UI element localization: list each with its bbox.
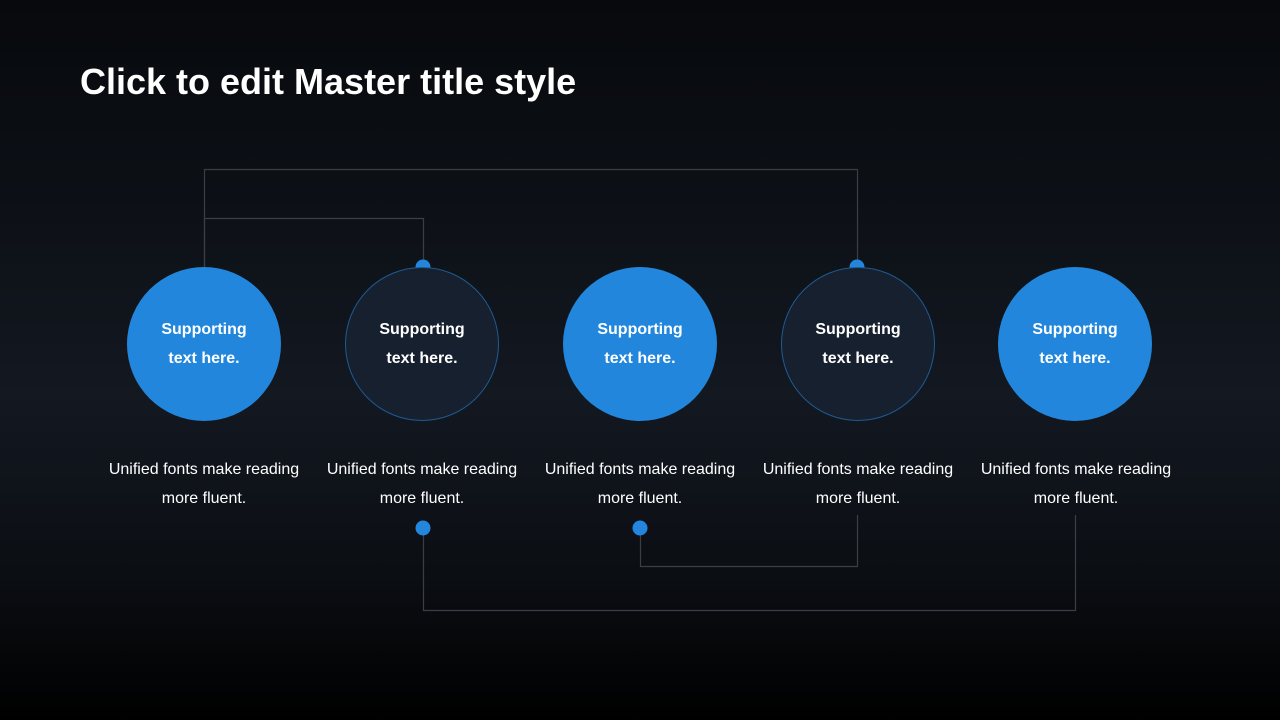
step-3-desc-line1: Unified fonts make reading bbox=[544, 461, 736, 478]
step-4-label-line2: text here. bbox=[822, 350, 894, 367]
step-2-desc-line1: Unified fonts make reading bbox=[326, 461, 518, 478]
connector-top-inner bbox=[203, 217, 425, 267]
step-1-label-line1: Supporting bbox=[161, 321, 247, 338]
step-5-description: Unified fonts make reading more fluent. bbox=[971, 455, 1181, 513]
connector-dot-bottom-step-2 bbox=[415, 520, 431, 536]
step-3-description: Unified fonts make reading more fluent. bbox=[535, 455, 745, 513]
step-3-label-line2: text here. bbox=[604, 350, 676, 367]
step-2-description: Unified fonts make reading more fluent. bbox=[317, 455, 527, 513]
connector-bottom-outer bbox=[422, 515, 1077, 612]
connector-bottom-inner bbox=[639, 515, 859, 568]
step-4-circle: Supporting text here. bbox=[781, 267, 935, 421]
step-4-label-line1: Supporting bbox=[815, 321, 901, 338]
step-4-desc-line2: more fluent. bbox=[815, 490, 901, 507]
step-4-desc-line1: Unified fonts make reading bbox=[762, 461, 954, 478]
slide-title: Click to edit Master title style bbox=[80, 61, 577, 102]
step-1-desc-line2: more fluent. bbox=[161, 490, 247, 507]
step-3-circle: Supporting text here. bbox=[563, 267, 717, 421]
step-2-circle: Supporting text here. bbox=[345, 267, 499, 421]
step-3-label-line1: Supporting bbox=[597, 321, 683, 338]
step-1-desc-line1: Unified fonts make reading bbox=[108, 461, 300, 478]
step-1-label-line2: text here. bbox=[168, 350, 240, 367]
step-5-desc-line1: Unified fonts make reading bbox=[980, 461, 1172, 478]
step-5-label-line2: text here. bbox=[1039, 350, 1111, 367]
step-1-description: Unified fonts make reading more fluent. bbox=[99, 455, 309, 513]
step-4-description: Unified fonts make reading more fluent. bbox=[753, 455, 963, 513]
step-1-circle: Supporting text here. bbox=[127, 267, 281, 421]
connector-dot-bottom-step-3 bbox=[632, 520, 648, 536]
step-2-label-line1: Supporting bbox=[379, 321, 465, 338]
step-3-desc-line2: more fluent. bbox=[597, 490, 683, 507]
step-5-label-line1: Supporting bbox=[1032, 321, 1118, 338]
step-5-desc-line2: more fluent. bbox=[1033, 490, 1119, 507]
step-2-label-line2: text here. bbox=[386, 350, 458, 367]
step-5-circle: Supporting text here. bbox=[998, 267, 1152, 421]
step-2-desc-line2: more fluent. bbox=[379, 490, 465, 507]
